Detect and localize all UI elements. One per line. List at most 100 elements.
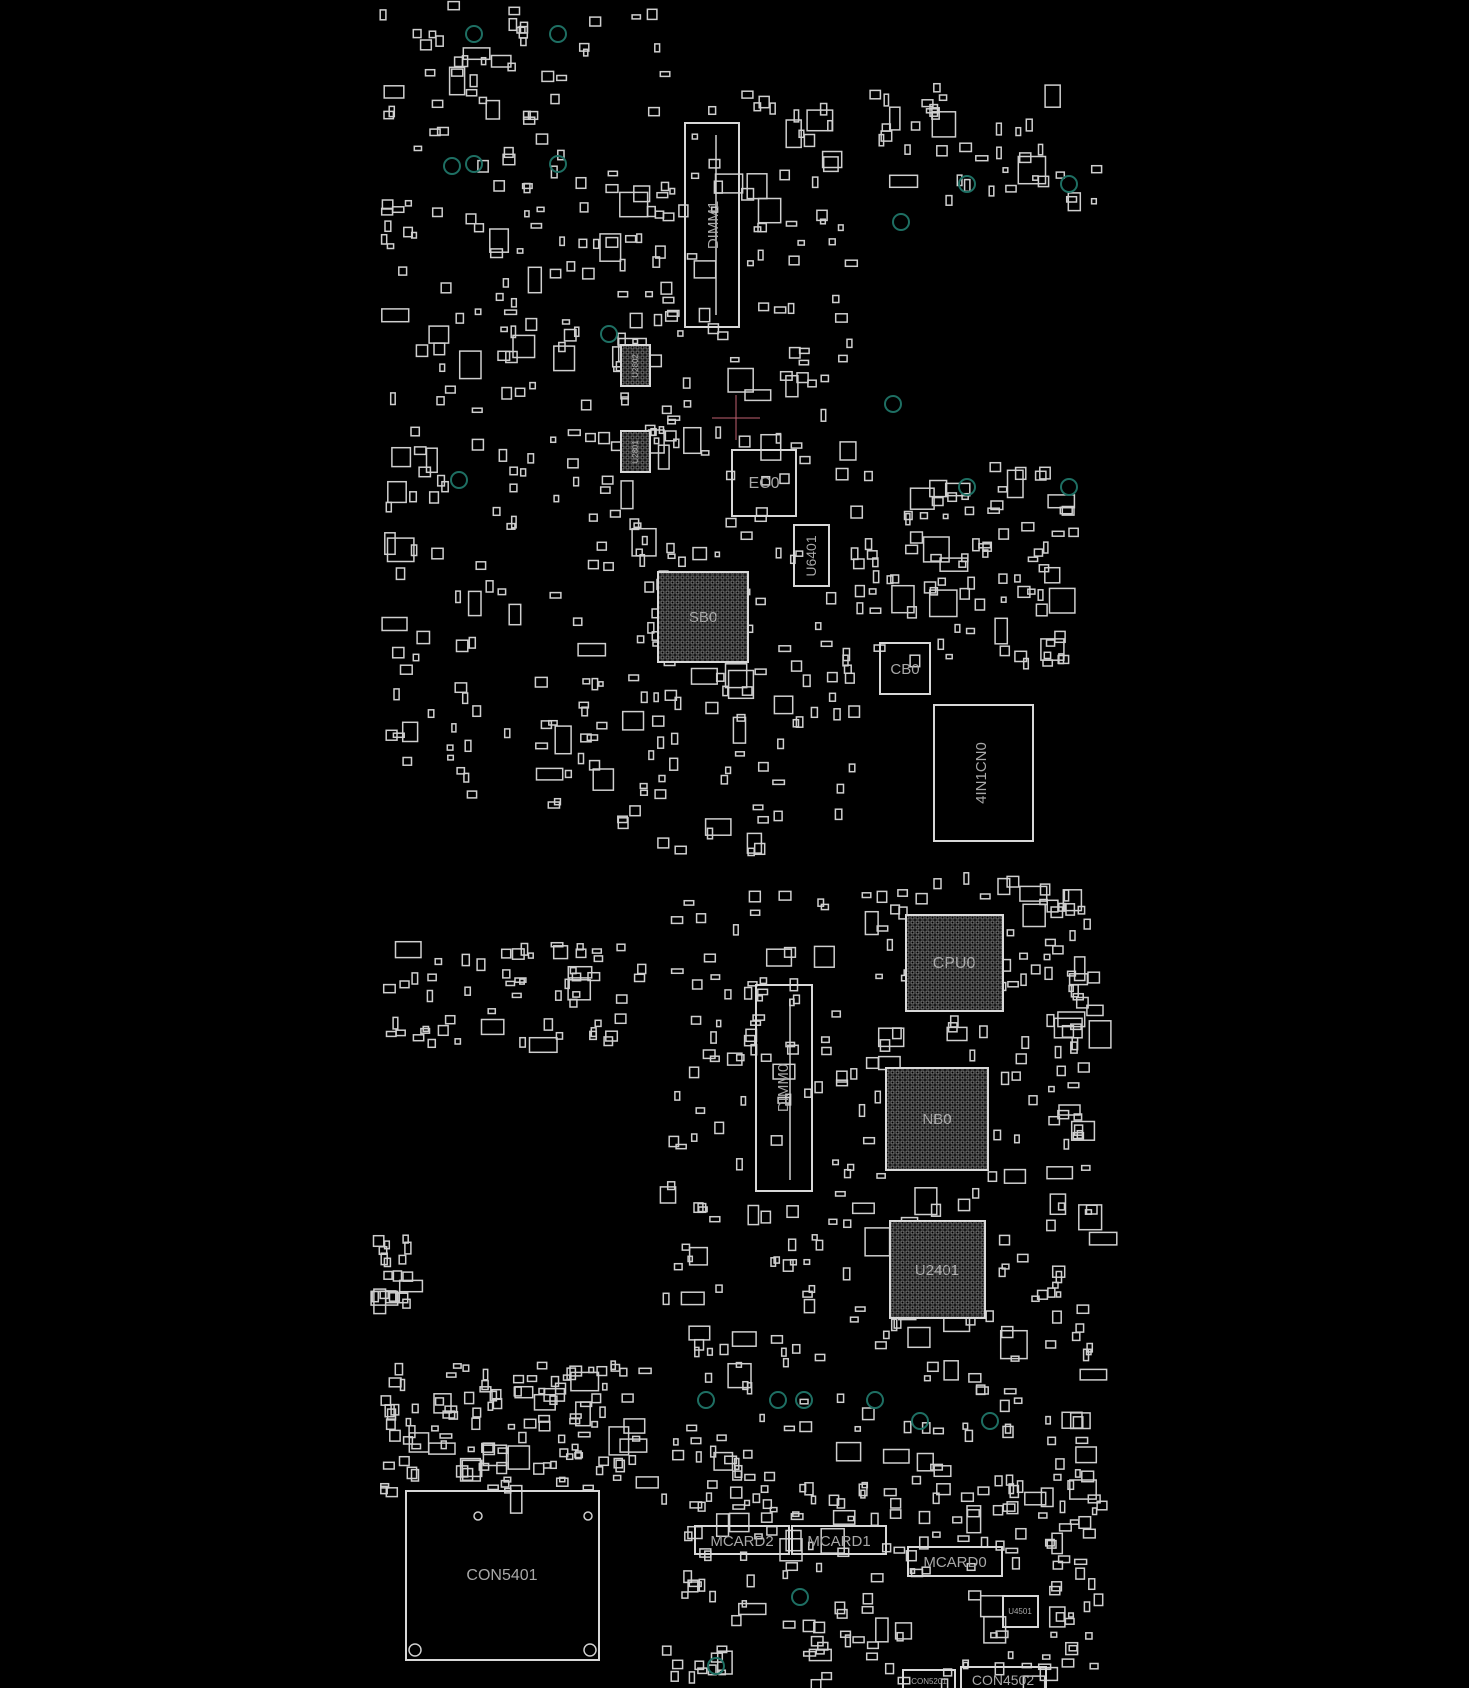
smd-part [635,1476,659,1489]
component-u4501[interactable]: U4501 [1002,1595,1039,1628]
smd-part [402,1234,409,1244]
smd-part [989,461,1002,473]
smd-part [660,181,670,192]
smd-part [943,1360,959,1381]
smd-part [903,510,913,521]
smd-part [490,54,512,68]
smd-part [762,1499,773,1510]
smd-part [1058,902,1066,912]
smd-part [623,1418,646,1434]
smd-part [388,1377,402,1388]
smd-part [448,66,466,96]
smd-part [638,1367,652,1375]
smd-part [755,507,768,517]
smd-part [740,1095,747,1106]
component-u2401[interactable]: U2401 [889,1220,986,1319]
smd-part [681,1243,691,1251]
smd-part [398,266,408,276]
smd-part [542,1462,552,1469]
component-u6401[interactable]: U6401 [793,524,830,587]
smd-part [773,695,794,715]
smd-part [389,1429,401,1442]
component-u2801[interactable]: U2801 [620,430,651,473]
component-sb0[interactable]: SB0 [657,571,749,663]
smd-part [960,1492,975,1503]
component-dimm1[interactable]: DIMM1 [684,122,740,328]
smd-part [549,268,562,279]
smd-part [1006,929,1015,937]
smd-part [510,515,517,529]
component-ec0[interactable]: EC0 [731,449,797,517]
smd-part [977,1486,990,1496]
smd-part [1007,1651,1014,1660]
smd-part [922,536,950,563]
component-nb0[interactable]: NB0 [885,1067,989,1171]
smd-part [603,561,614,572]
smd-part [661,405,672,415]
smd-part [807,379,817,388]
component-con5401[interactable]: CON5401 [405,1490,600,1661]
smd-part [747,981,758,987]
component-cb0[interactable]: CB0 [879,642,931,695]
smd-part [455,312,465,324]
smd-part [743,986,753,1000]
smd-part [664,311,679,322]
component-dimm0[interactable]: DIMM0 [755,984,813,1192]
component-4in1cn0[interactable]: 4IN1CN0 [933,704,1034,842]
smd-part [820,640,833,648]
smd-part [471,1417,481,1431]
smd-part [503,146,514,159]
smd-part [434,957,443,966]
component-cpu0[interactable]: CPU0 [905,914,1004,1012]
smd-part [1052,1281,1059,1289]
smd-part [550,1460,557,1470]
smd-part [527,453,535,464]
smd-part [694,1660,705,1671]
smd-part [398,1455,410,1467]
smd-part [1038,1512,1048,1519]
smd-part [528,1036,558,1054]
smd-part [589,1030,598,1041]
smd-part [648,354,663,368]
smd-part [702,1049,716,1060]
smd-part [548,719,558,726]
component-label: EC0 [748,475,779,492]
smd-part [688,1671,696,1684]
component-con5201[interactable]: CON5201 [902,1669,956,1688]
smd-part [555,1031,564,1040]
smd-part [666,542,675,554]
smd-part [395,1029,406,1037]
smd-part [799,455,811,465]
component-mcard1[interactable]: MCARD1 [791,1525,887,1555]
smd-part [886,938,894,951]
smd-part [732,1504,746,1510]
smd-part [831,1010,842,1018]
smd-part [843,1168,852,1179]
component-u2802[interactable]: U2802 [620,344,651,387]
smd-part [472,1407,482,1418]
smd-part [591,1393,602,1404]
smd-part [931,496,944,507]
smd-part [954,623,961,633]
component-con4502[interactable]: CON4502 [960,1666,1047,1688]
smd-part [673,1262,683,1271]
smd-part [716,1434,727,1442]
mounting-hole [981,1412,999,1430]
smd-part [741,90,754,99]
smd-part [1044,1538,1055,1547]
smd-part [450,68,464,77]
smd-part [850,505,864,519]
smd-part [710,206,719,213]
component-mcard2[interactable]: MCARD2 [694,1525,790,1555]
smd-part [1014,574,1021,583]
smd-part [467,1446,475,1453]
smd-part [575,176,587,190]
smd-part [391,446,412,468]
component-mcard0[interactable]: MCARD0 [907,1546,1003,1577]
smd-part [572,617,583,627]
smd-part [402,1271,414,1282]
smd-part [1070,984,1079,998]
smd-part [507,1423,516,1430]
smd-part [553,345,576,372]
